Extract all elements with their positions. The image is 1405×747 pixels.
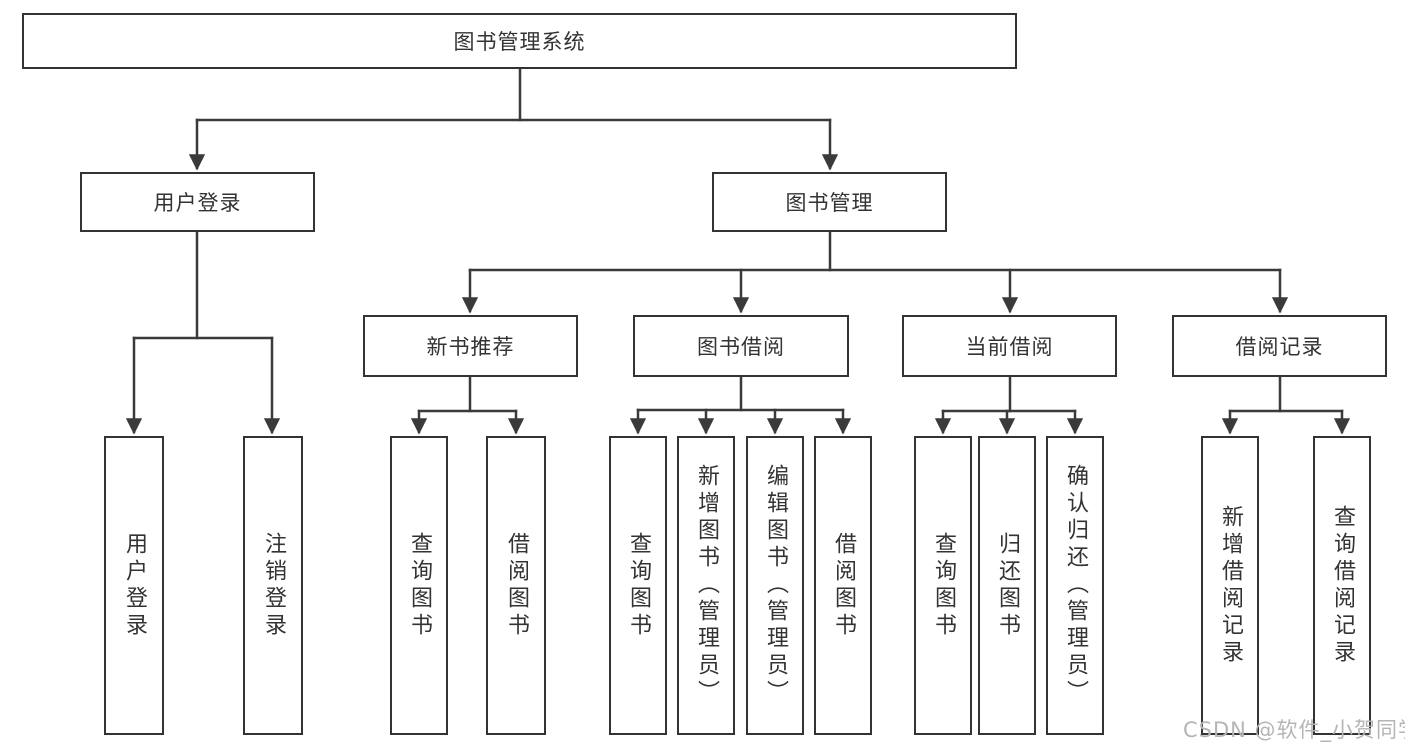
leaf-borrow-book-under-borrow: 借阅图书	[814, 436, 872, 735]
leaf-user-login: 用户登录	[104, 436, 164, 735]
leaf-query-book-under-borrow: 查询图书	[609, 436, 667, 735]
leaf-return-book: 归还图书	[978, 436, 1036, 735]
leaf-query-book-under-recommend: 查询图书	[390, 436, 448, 735]
node-book-borrow: 图书借阅	[633, 315, 849, 377]
leaf-add-borrow-record: 新增借阅记录	[1201, 436, 1259, 735]
leaf-query-book-under-current: 查询图书	[914, 436, 972, 735]
leaf-edit-book-admin: 编辑图书（管理员）	[746, 436, 804, 735]
node-root-system: 图书管理系统	[22, 13, 1017, 69]
csdn-watermark: CSDN @软件_小贺同学	[1183, 718, 1405, 742]
node-new-book-recommend: 新书推荐	[363, 315, 578, 377]
leaf-query-borrow-record: 查询借阅记录	[1313, 436, 1371, 735]
node-current-borrow: 当前借阅	[902, 315, 1117, 377]
leaf-add-book-admin: 新增图书（管理员）	[677, 436, 735, 735]
leaf-confirm-return-admin: 确认归还（管理员）	[1046, 436, 1104, 735]
leaf-logout-login: 注销登录	[243, 436, 303, 735]
node-book-management: 图书管理	[712, 172, 947, 232]
leaf-borrow-book-under-recommend: 借阅图书	[486, 436, 546, 735]
node-borrow-records: 借阅记录	[1172, 315, 1387, 377]
node-user-login: 用户登录	[80, 172, 315, 232]
